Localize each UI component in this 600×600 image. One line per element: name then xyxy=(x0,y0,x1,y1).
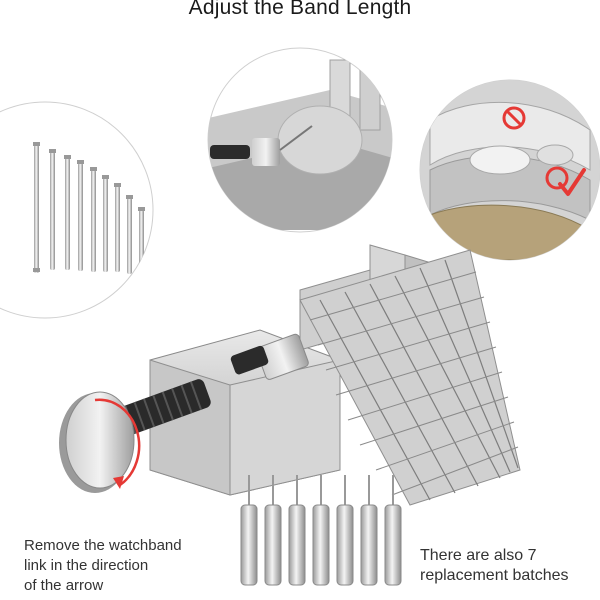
pin xyxy=(384,475,402,586)
replacement-caption: There are also 7 replacement batches xyxy=(420,547,569,584)
pin xyxy=(336,475,354,586)
direction-arrow-icon xyxy=(94,398,141,487)
replacement-pins xyxy=(240,475,402,586)
spring-bars-circle xyxy=(0,101,154,319)
pin xyxy=(360,475,378,586)
check-icon xyxy=(545,166,586,196)
pin xyxy=(240,475,258,586)
watch-band xyxy=(299,249,521,506)
band-closeup-circle xyxy=(419,79,600,261)
spring-bars-set xyxy=(33,142,145,274)
remove-instruction-caption: Remove the watchband link in the directi… xyxy=(24,537,182,594)
page-title: Adjust the Band Length xyxy=(188,0,412,19)
link-removal-tool xyxy=(119,244,439,496)
tool-closeup-circle xyxy=(207,47,393,233)
no-symbol-icon xyxy=(502,106,526,130)
pin xyxy=(288,475,306,586)
pin xyxy=(264,475,282,586)
pin xyxy=(312,475,330,586)
adjustment-knob xyxy=(59,391,141,493)
